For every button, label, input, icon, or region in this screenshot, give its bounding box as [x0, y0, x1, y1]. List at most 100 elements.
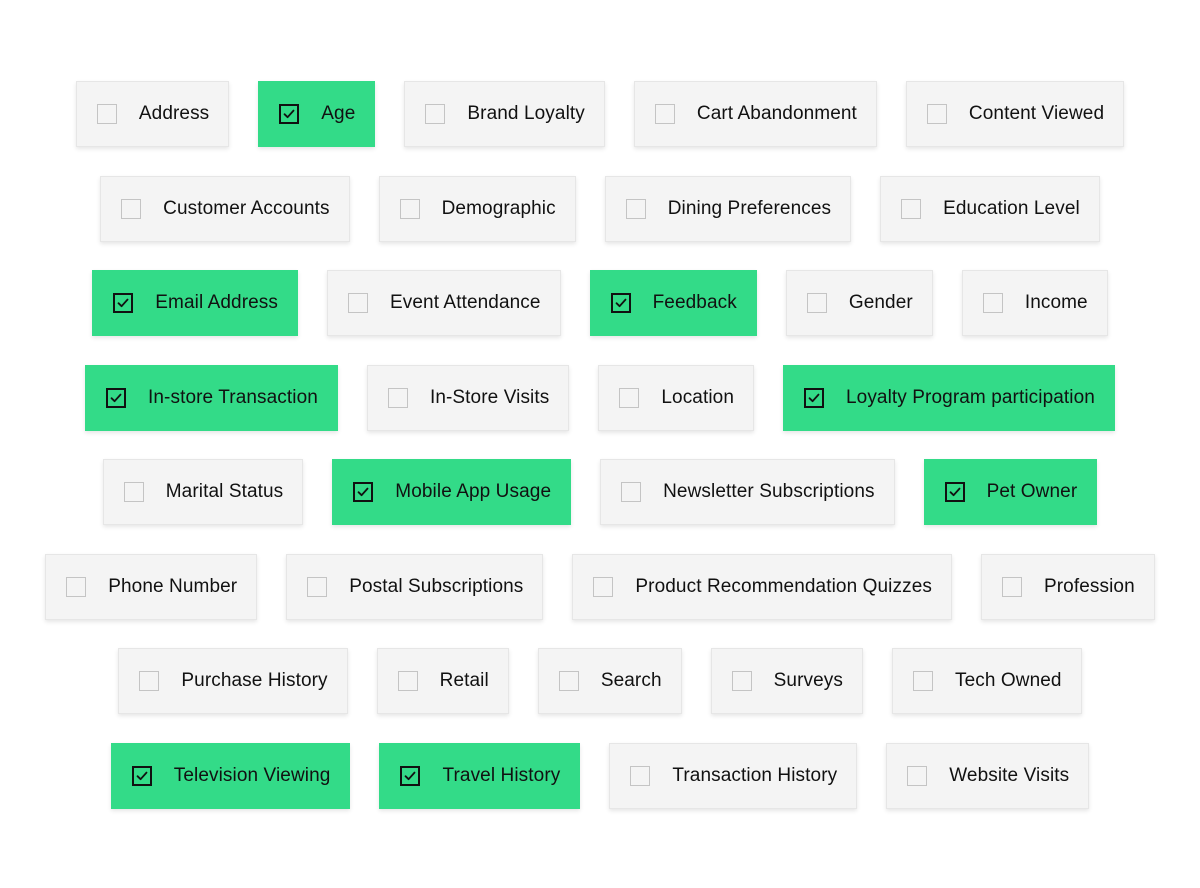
- checkbox-chip-pet-owner[interactable]: Pet Owner: [923, 459, 1098, 525]
- checkbox-chip-event-attendance[interactable]: Event Attendance: [327, 270, 561, 336]
- checkbox-chip-gender[interactable]: Gender: [785, 270, 933, 336]
- checkbox-label: Newsletter Subscriptions: [663, 481, 875, 502]
- checkbox-unchecked-icon[interactable]: [625, 199, 646, 219]
- checkbox-unchecked-icon[interactable]: [387, 388, 408, 408]
- checkbox-chip-demographic[interactable]: Demographic: [378, 176, 576, 242]
- checkbox-chip-address[interactable]: Address: [75, 81, 230, 147]
- checkbox-unchecked-icon[interactable]: [558, 671, 579, 691]
- checkbox-unchecked-icon[interactable]: [621, 482, 642, 502]
- checkbox-label: Address: [138, 103, 210, 124]
- checkbox-chip-profession[interactable]: Profession: [980, 554, 1155, 620]
- checkbox-unchecked-icon[interactable]: [926, 104, 947, 124]
- checkbox-unchecked-icon[interactable]: [123, 482, 144, 502]
- checkbox-unchecked-icon[interactable]: [1001, 577, 1022, 597]
- checkbox-chip-postal-subscriptions[interactable]: Postal Subscriptions: [286, 554, 544, 620]
- chip-row: Phone Number Postal Subscriptions Product …: [0, 554, 1200, 620]
- checkbox-unchecked-icon[interactable]: [654, 104, 675, 124]
- checkbox-checked-icon[interactable]: [279, 104, 300, 124]
- checkbox-checked-icon[interactable]: [353, 482, 374, 502]
- checkbox-label: Dining Preferences: [667, 198, 832, 219]
- checkbox-chip-tech-owned[interactable]: Tech Owned: [891, 648, 1082, 714]
- checkbox-checked-icon[interactable]: [400, 766, 421, 786]
- checkbox-chip-marital-status[interactable]: Marital Status: [102, 459, 304, 525]
- checkbox-chip-phone-number[interactable]: Phone Number: [45, 554, 258, 620]
- checkbox-unchecked-icon[interactable]: [121, 199, 142, 219]
- checkbox-chip-search[interactable]: Search: [537, 648, 682, 714]
- checkbox-checked-icon[interactable]: [804, 388, 824, 408]
- checkmark-icon: [405, 771, 416, 781]
- checkbox-chip-dining-preferences[interactable]: Dining Preferences: [604, 176, 852, 242]
- checkbox-checked-icon[interactable]: [944, 482, 965, 502]
- checkbox-unchecked-icon[interactable]: [66, 577, 87, 597]
- checkbox-unchecked-icon[interactable]: [619, 388, 640, 408]
- checkbox-checked-icon[interactable]: [131, 766, 152, 786]
- checkbox-chip-income[interactable]: Income: [961, 270, 1108, 336]
- checkbox-chip-newsletter-subscriptions[interactable]: Newsletter Subscriptions: [600, 459, 895, 525]
- checkbox-unchecked-icon[interactable]: [731, 671, 752, 691]
- checkbox-unchecked-icon[interactable]: [397, 671, 418, 691]
- checkmark-icon: [615, 298, 626, 308]
- checkbox-unchecked-icon[interactable]: [593, 577, 614, 597]
- checkmark-icon: [357, 487, 369, 497]
- checkbox-chip-education-level[interactable]: Education Level: [880, 176, 1100, 242]
- checkmark-icon: [110, 393, 122, 403]
- checkmark-icon: [136, 771, 148, 781]
- checkbox-unchecked-icon[interactable]: [912, 671, 933, 691]
- checkbox-label: Postal Subscriptions: [349, 576, 524, 597]
- checkbox-unchecked-icon[interactable]: [630, 766, 651, 786]
- checkbox-chip-location[interactable]: Location: [598, 365, 754, 431]
- checkbox-label: Travel History: [442, 765, 561, 786]
- checkbox-unchecked-icon[interactable]: [139, 671, 160, 691]
- checkbox-label: Feedback: [652, 292, 737, 313]
- checkbox-unchecked-icon[interactable]: [982, 293, 1003, 313]
- checkbox-unchecked-icon[interactable]: [96, 104, 117, 124]
- checkbox-checked-icon[interactable]: [113, 293, 134, 313]
- checkbox-unchecked-icon[interactable]: [901, 199, 922, 219]
- checkbox-unchecked-icon[interactable]: [399, 199, 420, 219]
- checkbox-chip-email-address[interactable]: Email Address: [92, 270, 299, 336]
- checkbox-chip-cart-abandonment[interactable]: Cart Abandonment: [633, 81, 877, 147]
- checkbox-chip-transaction-history[interactable]: Transaction History: [609, 743, 858, 809]
- chip-row: Marital Status Mobile App Usage Newsletter…: [0, 459, 1200, 525]
- checkbox-label: Cart Abandonment: [696, 103, 857, 124]
- checkbox-chip-mobile-app-usage[interactable]: Mobile App Usage: [332, 459, 572, 525]
- checkbox-chip-product-recommendation-quizzes[interactable]: Product Recommendation Quizzes: [572, 554, 952, 620]
- checkbox-chip-content-viewed[interactable]: Content Viewed: [905, 81, 1125, 147]
- checkbox-chip-age[interactable]: Age: [258, 81, 376, 147]
- chip-row: Purchase History Retail Search Surveys Tech …: [0, 648, 1200, 714]
- checkmark-icon: [283, 109, 295, 119]
- checkbox-chip-feedback[interactable]: Feedback: [589, 270, 757, 336]
- checkbox-unchecked-icon[interactable]: [425, 104, 446, 124]
- checkbox-chip-television-viewing[interactable]: Television Viewing: [110, 743, 351, 809]
- checkbox-chip-purchase-history[interactable]: Purchase History: [118, 648, 348, 714]
- checkbox-label: Website Visits: [949, 765, 1070, 786]
- checkbox-label: Customer Accounts: [163, 198, 330, 219]
- chip-row: In-store Transaction In-Store Visits Locat…: [0, 365, 1200, 431]
- checkbox-label: Gender: [848, 292, 913, 313]
- checkbox-chip-in-store-transaction[interactable]: In-store Transaction: [85, 365, 338, 431]
- checkbox-chip-brand-loyalty[interactable]: Brand Loyalty: [404, 81, 605, 147]
- checkbox-checked-icon[interactable]: [106, 388, 127, 408]
- checkbox-label: Surveys: [773, 670, 843, 691]
- checkbox-unchecked-icon[interactable]: [907, 766, 928, 786]
- checkbox-checked-icon[interactable]: [610, 293, 631, 313]
- checkbox-chip-surveys[interactable]: Surveys: [710, 648, 863, 714]
- checkbox-label: Brand Loyalty: [467, 103, 585, 124]
- chip-row: Television Viewing Travel History Transact…: [0, 743, 1200, 809]
- checkbox-chip-in-store-visits[interactable]: In-Store Visits: [366, 365, 570, 431]
- checkbox-unchecked-icon[interactable]: [806, 293, 827, 313]
- chip-row: Address Age Brand Loyalty Cart Abandonment C…: [0, 81, 1200, 147]
- checkbox-label: Pet Owner: [986, 481, 1078, 502]
- checkbox-unchecked-icon[interactable]: [348, 293, 369, 313]
- checkbox-unchecked-icon[interactable]: [307, 577, 328, 597]
- checkbox-chip-retail[interactable]: Retail: [376, 648, 509, 714]
- checkmark-icon: [949, 487, 960, 497]
- checkbox-chip-customer-accounts[interactable]: Customer Accounts: [100, 176, 350, 242]
- checkbox-label: Transaction History: [672, 765, 838, 786]
- checkbox-label: Event Attendance: [390, 292, 541, 313]
- checkbox-label: Age: [321, 103, 356, 124]
- checkbox-chip-travel-history[interactable]: Travel History: [379, 743, 581, 809]
- checkbox-chip-website-visits[interactable]: Website Visits: [886, 743, 1090, 809]
- checkbox-label: Marital Status: [165, 481, 284, 502]
- checkbox-chip-loyalty-program-participation[interactable]: Loyalty Program participation: [783, 365, 1115, 431]
